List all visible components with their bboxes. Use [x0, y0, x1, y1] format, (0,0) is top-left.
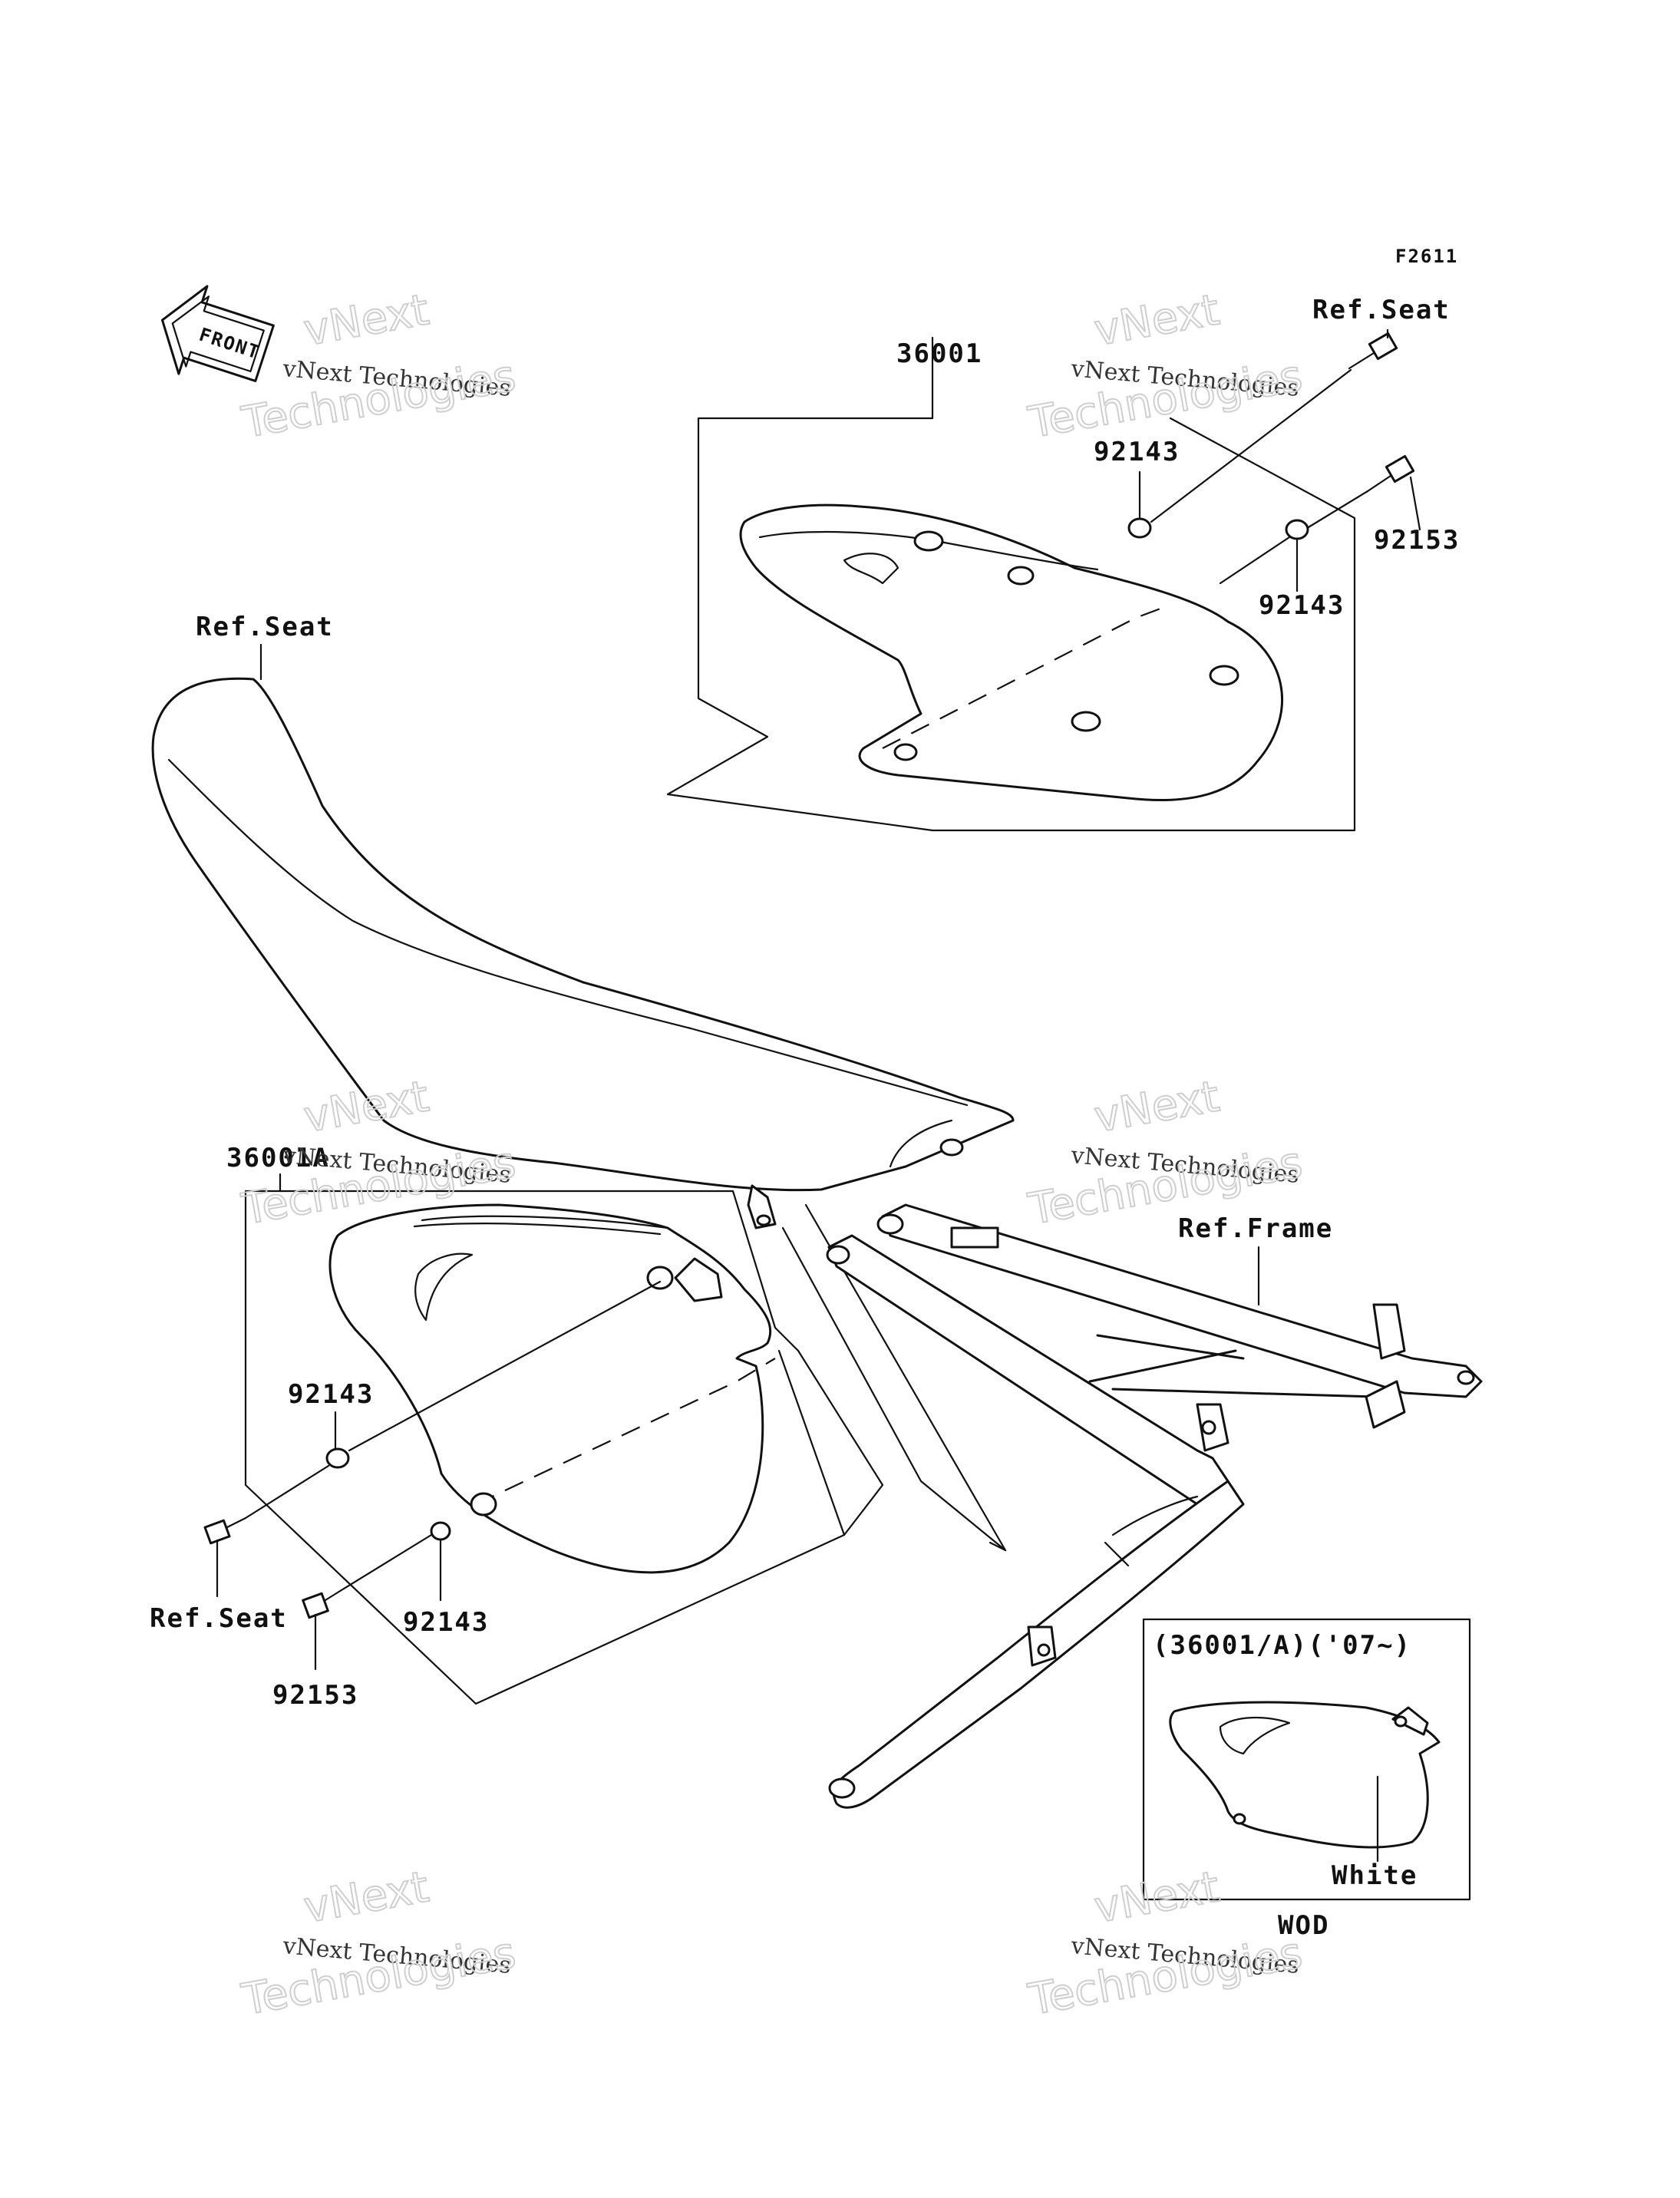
grommet-4 [1071, 711, 1101, 732]
diagram-code: F2611 [1395, 246, 1458, 267]
watermark-4: vNext vNext Technologies Technologies [1024, 1071, 1307, 1236]
callout-upper-92153: 92153 [1374, 525, 1460, 556]
upper-fastener-line-2 [1303, 490, 1369, 531]
callout-upper-92143-a: 92143 [1094, 437, 1180, 467]
seat [151, 677, 1015, 1192]
callout-upper-ref-seat: Ref.Seat [1312, 295, 1451, 325]
lower-collar-2-icon [430, 1521, 451, 1541]
lower-fastener-line-1 [348, 1280, 662, 1452]
grommet-5 [893, 743, 918, 761]
upper-collar-2-icon [1285, 519, 1309, 540]
callout-upper-92143-b: 92143 [1259, 590, 1345, 621]
svg-text:vNext: vNext [1091, 1071, 1223, 1142]
variant-inset: (36001/A)('07~) White WOD [1142, 1618, 1471, 1941]
upper-group-outline [666, 417, 1356, 832]
upper-side-cover-group: 36001 Ref.Seat 92143 92153 92143 [666, 295, 1460, 832]
svg-text:vNext: vNext [300, 1862, 432, 1932]
upper-bolt-1-icon [1348, 328, 1398, 370]
watermark-1: vNext vNext Technologies Technologies [237, 284, 520, 449]
grommet-1 [913, 530, 944, 552]
watermark-6: vNext vNext Technologies Technologies [1024, 1861, 1307, 2026]
callout-36001: 36001 [896, 338, 982, 369]
lower-bolt-1-icon [203, 1516, 247, 1545]
svg-text:vNext: vNext [300, 285, 432, 355]
callout-lower-92153: 92153 [272, 1680, 358, 1711]
lower-cover-tab [674, 1257, 723, 1302]
seat-mount-hole [939, 1138, 964, 1157]
lower-bolt-2-icon [302, 1587, 345, 1619]
svg-text:vNext: vNext [1091, 1862, 1223, 1932]
subframe: Ref.Frame [781, 1203, 1483, 1809]
callout-lower-ref-seat: Ref.Seat [150, 1603, 288, 1634]
svg-text:vNext: vNext [1091, 285, 1223, 355]
variant-code: WOD [1278, 1910, 1329, 1941]
upper-collar-1-icon [1127, 517, 1152, 539]
upper-side-cover [739, 503, 1283, 801]
grommet-3 [1209, 665, 1239, 686]
upper-fastener-line-1 [1150, 368, 1352, 523]
lower-side-cover [328, 1203, 772, 1574]
front-arrow-icon: FRONT [160, 285, 275, 382]
callout-lower-92143-a: 92143 [288, 1379, 374, 1410]
seat-group: Ref.Seat [151, 612, 1015, 1229]
callout-lower-92143-b: 92143 [403, 1607, 489, 1638]
lower-side-cover-group: 36001A 92143 Ref.Seat 92143 92153 [150, 1143, 884, 1711]
callout-seat-ref: Ref.Seat [196, 612, 334, 642]
inset-title: (36001/A)('07~) [1153, 1630, 1411, 1661]
lower-grommet-2 [470, 1492, 497, 1516]
inset-frame [1142, 1618, 1471, 1901]
watermark-2: vNext vNext Technologies Technologies [1024, 284, 1307, 449]
lower-grommet-1 [646, 1266, 674, 1290]
upper-bolt-2-icon [1366, 454, 1415, 493]
callout-frame-ref: Ref.Frame [1178, 1213, 1333, 1244]
inset-color-label: White [1332, 1860, 1418, 1891]
lower-collar-1-icon [325, 1447, 350, 1469]
callout-36001A: 36001A [226, 1143, 330, 1173]
grommet-2 [1007, 566, 1035, 586]
inset-side-cover [1169, 1701, 1441, 1849]
watermark-5: vNext vNext Technologies Technologies [237, 1861, 520, 2026]
